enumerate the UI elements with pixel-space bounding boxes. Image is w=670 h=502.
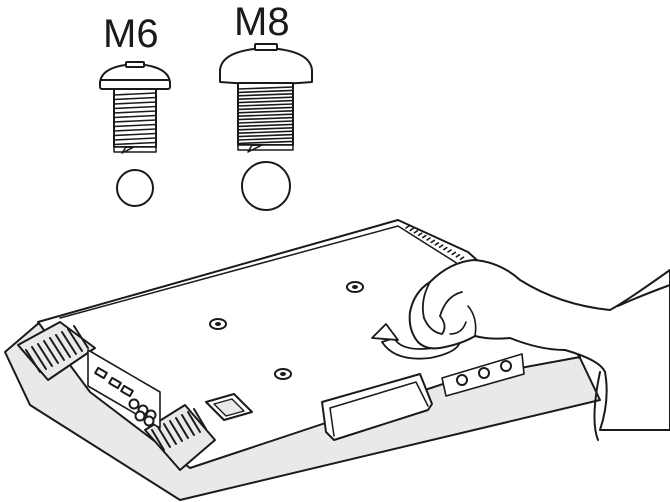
vent-slit	[442, 246, 448, 251]
m8-label: M8	[234, 0, 290, 44]
thread-line	[237, 96, 294, 100]
thread-line	[113, 110, 157, 114]
vent-slit	[151, 429, 165, 451]
vent-slit	[31, 346, 47, 370]
vent-slit	[426, 237, 431, 241]
vent-slit	[187, 411, 201, 433]
thread-line	[113, 137, 157, 141]
thread-line	[237, 120, 294, 124]
vent-slit	[413, 230, 419, 234]
vent-slit	[409, 227, 415, 232]
thread-line	[113, 128, 157, 132]
thread-line	[237, 99, 294, 104]
thread-line	[237, 113, 294, 117]
m8-diameter-icon	[241, 161, 291, 211]
thread-line	[237, 106, 294, 111]
m6-label: M6	[103, 12, 159, 56]
thread-line	[113, 101, 157, 105]
hand-icon	[408, 259, 670, 441]
thread-line	[113, 114, 157, 119]
m6-screw-icon	[99, 61, 171, 154]
thread-line	[237, 127, 294, 131]
vent-slit	[181, 414, 195, 436]
vent-slit	[73, 325, 89, 349]
vent-slit	[67, 328, 83, 352]
vent-slit	[459, 256, 465, 261]
thread-line	[113, 123, 157, 128]
thread-line	[237, 110, 294, 114]
thread-line	[237, 86, 294, 90]
vent-slit	[55, 334, 71, 358]
thread-line	[113, 96, 157, 101]
vent-slit	[451, 251, 457, 256]
vent-slit	[175, 417, 189, 439]
thread-line	[113, 105, 157, 110]
thread-line	[113, 92, 157, 96]
vent-slit	[61, 331, 77, 355]
vent-slit	[163, 423, 177, 445]
thread-line	[113, 132, 157, 137]
left-ports	[94, 366, 157, 427]
thread-line	[237, 116, 294, 121]
thread-line	[237, 133, 294, 138]
vent-slit	[157, 426, 171, 448]
vent-slit	[421, 234, 427, 239]
vent-slit	[25, 349, 41, 373]
vent-slit	[193, 408, 207, 430]
thread-line	[237, 89, 294, 94]
vent-slit	[417, 232, 423, 236]
vent-slit	[455, 254, 461, 258]
vent-slit	[430, 239, 436, 244]
tv-back-panel-illustration	[4, 219, 601, 501]
m8-screw-icon	[219, 43, 313, 153]
vent-slit	[43, 340, 59, 364]
vent-slit	[169, 420, 183, 442]
m6-diameter-icon	[116, 169, 154, 207]
vent-slit	[434, 242, 440, 246]
vent-slit	[49, 337, 65, 361]
vent-slit	[447, 249, 452, 253]
thread-line	[237, 93, 294, 97]
thread-line	[237, 103, 294, 107]
thread-line	[113, 119, 157, 123]
thread-line	[237, 140, 294, 145]
vent-slit	[438, 244, 444, 248]
right-ports	[456, 360, 512, 386]
thread-line	[113, 141, 157, 146]
thread-line	[237, 123, 294, 128]
vent-slit	[405, 225, 410, 229]
vent-slit	[37, 343, 53, 367]
thread-line	[237, 130, 294, 134]
thread-line	[237, 137, 294, 141]
